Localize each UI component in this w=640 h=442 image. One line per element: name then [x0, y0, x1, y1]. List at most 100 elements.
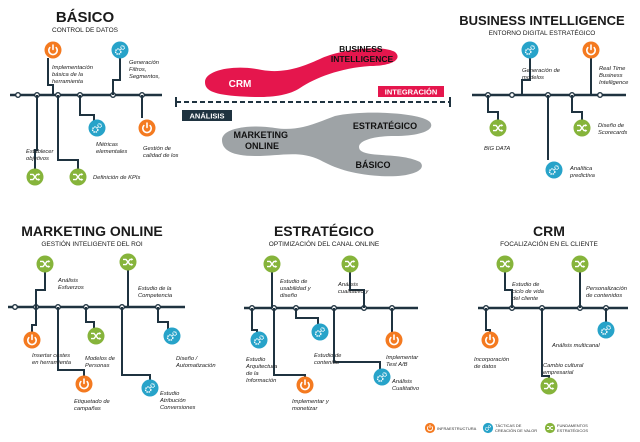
shuffle-icon[interactable] — [69, 168, 87, 186]
power-icon[interactable] — [23, 331, 41, 349]
branch — [34, 95, 38, 172]
gear-icon[interactable] — [373, 368, 391, 386]
branch — [121, 307, 151, 382]
node-label: BIG DATA — [484, 146, 510, 152]
gear-icon — [482, 422, 494, 434]
gear-icon[interactable] — [597, 321, 615, 339]
shuffle-icon[interactable] — [263, 255, 281, 273]
branch — [112, 52, 121, 95]
estrategico-center-label: ESTRATÉGICO — [353, 121, 417, 131]
legend-infra: INFRAESTRUCTURA — [437, 426, 477, 431]
gear-icon[interactable] — [163, 327, 181, 345]
power-icon[interactable] — [75, 375, 93, 393]
branch — [35, 270, 46, 307]
crm-blob — [205, 48, 398, 98]
shuffle-icon[interactable] — [119, 253, 137, 271]
section-title-estr: ESTRATÉGICO — [274, 223, 374, 239]
branch — [31, 307, 37, 335]
power-icon[interactable] — [138, 119, 156, 137]
section-title-crm: CRM — [533, 223, 565, 239]
gear-icon[interactable] — [111, 41, 129, 59]
power-icon[interactable] — [481, 331, 499, 349]
shuffle-icon[interactable] — [489, 119, 507, 137]
node-label: Análisis multicanal — [551, 343, 600, 349]
branch — [57, 95, 79, 172]
marketing-center-line2: ONLINE — [245, 141, 279, 151]
section-title-basico: BÁSICO — [56, 9, 115, 26]
analisis-label: ANÁLISIS — [189, 112, 224, 121]
gear-icon[interactable] — [88, 119, 106, 137]
shuffle-icon[interactable] — [571, 255, 589, 273]
section-subtitle-crm: FOCALIZACIÓN EN EL CLIENTE — [500, 239, 598, 248]
joint — [597, 91, 604, 98]
power-icon[interactable] — [296, 376, 314, 394]
branch — [157, 307, 169, 330]
gear-icon[interactable] — [141, 379, 159, 397]
gear-icon[interactable] — [250, 331, 268, 349]
joint — [11, 304, 18, 311]
node-label: Diseño /Automatización — [175, 356, 216, 369]
integracion-tag — [378, 86, 444, 97]
power-icon — [424, 422, 436, 434]
section-subtitle-bi: ENTORNO DIGITAL ESTRATÉGICO — [489, 28, 596, 37]
shuffle-icon — [544, 422, 556, 434]
shuffle-icon[interactable] — [540, 377, 558, 395]
bi-center-label: BUSINESS INTELLIGENCE — [331, 44, 394, 64]
shuffle-icon[interactable] — [36, 255, 54, 273]
power-icon[interactable] — [44, 41, 62, 59]
branch — [47, 58, 54, 95]
legend-strategic-line2: ESTRATÉGICOS — [557, 428, 588, 433]
bi-center-line1: BUSINESS — [339, 44, 383, 54]
analisis-tag — [182, 110, 232, 121]
center-graphic: BUSINESS INTELLIGENCE CRM INTEGRACIÓN AN… — [175, 44, 451, 177]
section-subtitle-estr: OPTIMIZACIÓN DEL CANAL ONLINE — [269, 239, 380, 248]
shuffle-icon[interactable] — [496, 255, 514, 273]
section-subtitle-basico: CONTROL DE DATOS — [52, 27, 119, 34]
gear-icon[interactable] — [311, 323, 329, 341]
crm-center-label: CRM — [229, 79, 252, 90]
power-icon[interactable] — [582, 41, 600, 59]
branch — [85, 307, 95, 330]
legend-value-line1: TÁCTICAS DE — [495, 423, 522, 428]
shuffle-icon[interactable] — [26, 168, 44, 186]
joint — [14, 91, 21, 98]
branch — [504, 270, 513, 308]
gear-icon[interactable] — [545, 161, 563, 179]
shuffle-icon[interactable] — [87, 327, 105, 345]
marketing-center-label: MARKETING ONLINE — [233, 130, 290, 151]
power-icon[interactable] — [385, 331, 403, 349]
shuffle-icon[interactable] — [573, 119, 591, 137]
section-subtitle-mkt: GESTIÓN INTELIGENTE DEL ROI — [41, 239, 142, 248]
gear-icon[interactable] — [521, 41, 539, 59]
basico-center-label: BÁSICO — [355, 160, 390, 170]
shuffle-icon[interactable] — [341, 255, 359, 273]
